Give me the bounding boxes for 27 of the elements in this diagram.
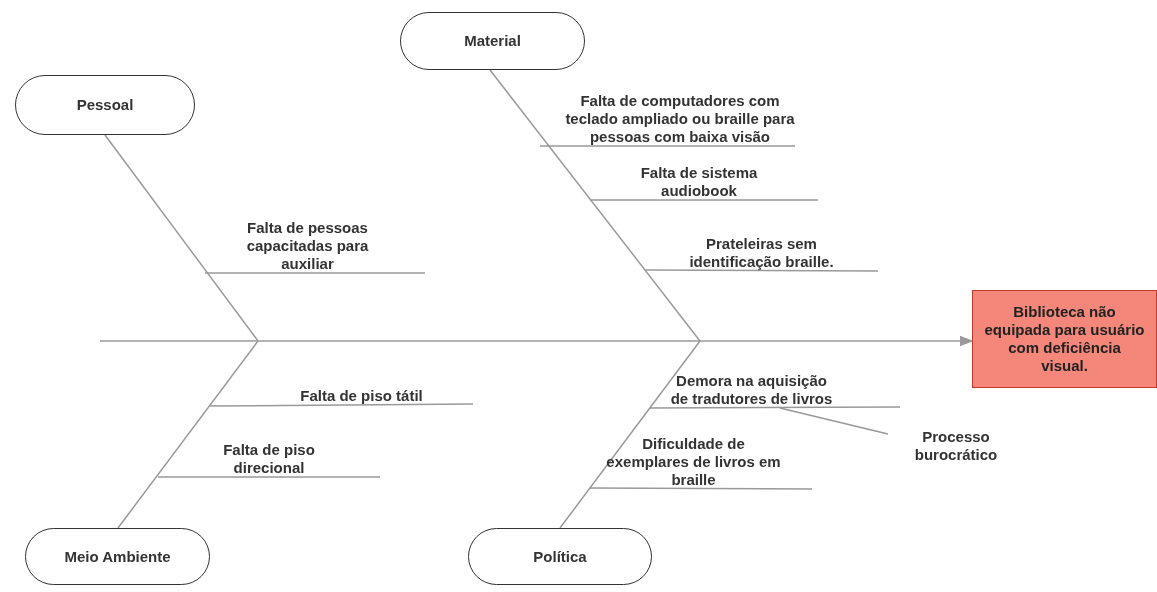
category-box: Pessoal (15, 75, 195, 135)
bone-line (644, 269, 879, 272)
bone-line (157, 476, 381, 478)
bone-line (649, 406, 901, 409)
cause-text: Demora na aquisição de tradutores de livros (668, 366, 900, 408)
bone-line (489, 69, 701, 342)
spine-arrow (99, 335, 974, 347)
cause-text: Falta de piso direcional (173, 432, 380, 477)
effect-box: Biblioteca não equipada para usuário com deficiência visual. (972, 290, 1157, 388)
cause-text: Dificuldade de exemplares de livros em braille (605, 432, 812, 489)
bone-line (589, 199, 819, 201)
bone-line (117, 340, 259, 529)
bone-line (559, 340, 701, 529)
bone-line (779, 407, 889, 435)
bone-line (589, 487, 813, 490)
category-box: Material (400, 12, 585, 70)
cause-text: Prateleiras sem identificação braille. (660, 222, 878, 271)
bone-line (209, 403, 474, 407)
cause-text: Processo burocrático (888, 428, 1024, 464)
bone-line (539, 145, 796, 147)
bone-line (204, 272, 426, 274)
cause-text: Falta de sistema audiobook (605, 160, 818, 200)
category-box: Política (468, 528, 652, 585)
cause-text: Falta de pessoas capacitadas para auxiliar (220, 200, 425, 273)
bone-line (104, 134, 259, 342)
cause-text: Falta de piso tátil (225, 376, 473, 405)
category-box: Meio Ambiente (25, 528, 210, 585)
